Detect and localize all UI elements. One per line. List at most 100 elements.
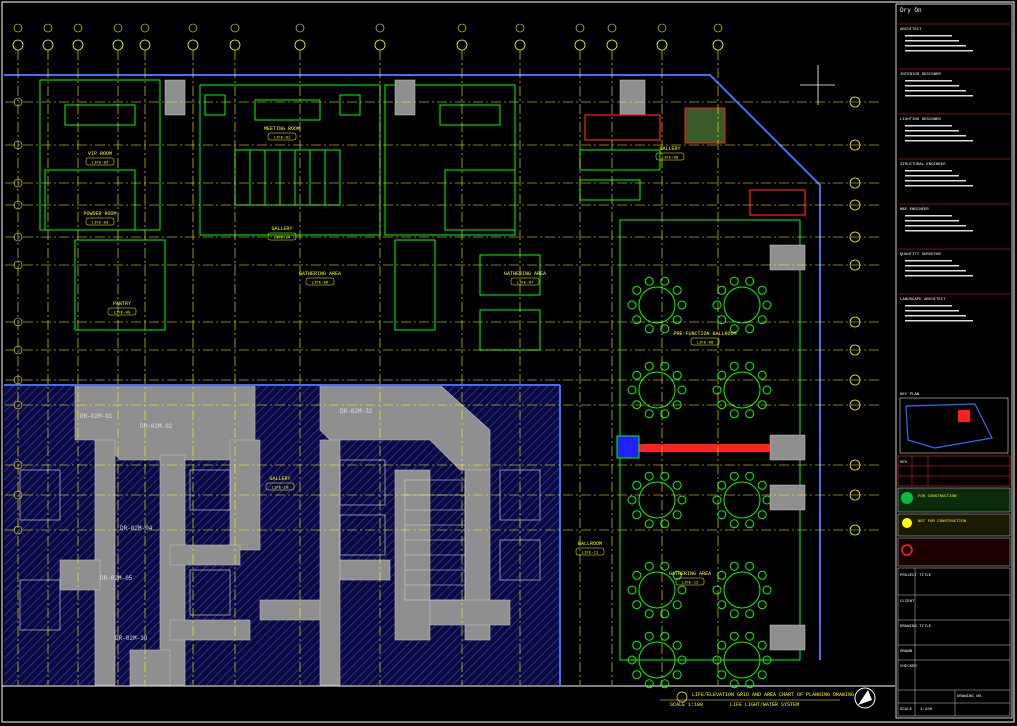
drawing-no-label: DRAWING NO. — [957, 695, 983, 699]
tb-text-line — [905, 80, 952, 82]
door-tag: DR-02M-32 — [340, 408, 373, 415]
chair — [757, 315, 767, 325]
grid-bubble — [849, 524, 861, 536]
tb-section-label: ARCHITECT — [900, 28, 922, 32]
scale-value: 1:100 — [920, 708, 933, 712]
chair — [644, 631, 654, 641]
grid-bubble — [13, 317, 23, 327]
chair — [745, 679, 755, 689]
chair — [717, 480, 727, 490]
room-tag-box — [265, 482, 295, 491]
chair — [745, 409, 755, 419]
room-name: GATHERING AREA — [299, 271, 341, 277]
room-tag-box — [510, 277, 540, 286]
grid-bubble — [13, 490, 23, 500]
round-table — [638, 571, 676, 609]
grid-bubble — [139, 39, 151, 51]
room-name: POWDER ROOM — [83, 211, 116, 217]
grid-bubble — [374, 39, 386, 51]
revision-header: REV — [900, 461, 908, 465]
chair — [745, 519, 755, 529]
room-name: GALLERY — [271, 226, 292, 232]
grid-bubble — [656, 39, 668, 51]
key-plan-label: KEY PLAN — [900, 393, 920, 397]
room-name: BALLROOM — [578, 541, 602, 547]
chair — [762, 655, 772, 665]
stamp-line-2: NOT FOR CONSTRUCTION — [918, 520, 967, 524]
tb-text-line — [905, 35, 952, 37]
chair — [677, 655, 687, 665]
grid-bubble-secondary — [43, 23, 53, 33]
grid-bubble — [849, 177, 861, 189]
core-hatch-area — [4, 384, 559, 686]
tb-text-line — [905, 305, 952, 307]
grid-bubble — [187, 39, 199, 51]
grid-bubbles — [12, 23, 861, 536]
tb-text-line — [905, 230, 973, 232]
round-table — [638, 371, 676, 409]
chair — [757, 640, 767, 650]
chair — [672, 640, 682, 650]
chair — [632, 670, 642, 680]
chair — [632, 285, 642, 295]
grid-bubble — [849, 344, 861, 356]
chair — [729, 324, 739, 334]
chair — [745, 276, 755, 286]
room-name: GATHERING AREA — [669, 571, 711, 577]
grid-bubble — [112, 39, 124, 51]
chair — [712, 300, 722, 310]
grid-bubble — [456, 39, 468, 51]
grid-bubble — [13, 525, 23, 535]
chair — [632, 480, 642, 490]
chair — [757, 510, 767, 520]
chair — [712, 385, 722, 395]
stamp-line-1: FOR CONSTRUCTION — [918, 495, 957, 499]
grid-bubble — [13, 375, 23, 385]
tb-text-line — [905, 45, 966, 47]
room-name: GALLERY — [659, 146, 680, 152]
cad-crosshair-cursor — [800, 65, 835, 105]
chair — [745, 324, 755, 334]
drawing-title: LIFE/ELEVATION GRID AND AREA CHART OF PL… — [692, 692, 854, 698]
chair — [660, 609, 670, 619]
chair — [672, 315, 682, 325]
chair — [632, 370, 642, 380]
grid-bubble — [13, 178, 23, 188]
room-tag: LIFE-05 — [114, 312, 131, 316]
grid-bubble — [13, 260, 23, 270]
tb-text-line — [905, 90, 966, 92]
grid-bubble-secondary — [375, 23, 385, 33]
room-tag-box — [267, 232, 297, 241]
chair — [632, 400, 642, 410]
chair — [660, 409, 670, 419]
chair — [660, 519, 670, 529]
round-table — [723, 481, 761, 519]
tb-section-label: M&E ENGINEER — [900, 208, 929, 212]
drawing-subtitle: LIFE LIGHT/WATER SYSTEM — [730, 702, 799, 708]
room-tag-box — [690, 337, 720, 346]
chair — [627, 585, 637, 595]
ballroom-round-tables — [627, 276, 772, 689]
tb-text-line — [905, 180, 966, 182]
chair — [660, 679, 670, 689]
chair — [762, 300, 772, 310]
chair — [672, 570, 682, 580]
chair — [729, 679, 739, 689]
grid-bubble — [849, 199, 861, 211]
scale-label: SCALE — [900, 708, 913, 712]
grid-bubble-secondary — [607, 23, 617, 33]
room-tag-box — [267, 132, 297, 141]
room-tag-box — [655, 152, 685, 161]
grid-bubble — [13, 400, 23, 410]
room-tag: LIFE-10 — [272, 487, 289, 491]
tb-text-line — [905, 85, 959, 87]
